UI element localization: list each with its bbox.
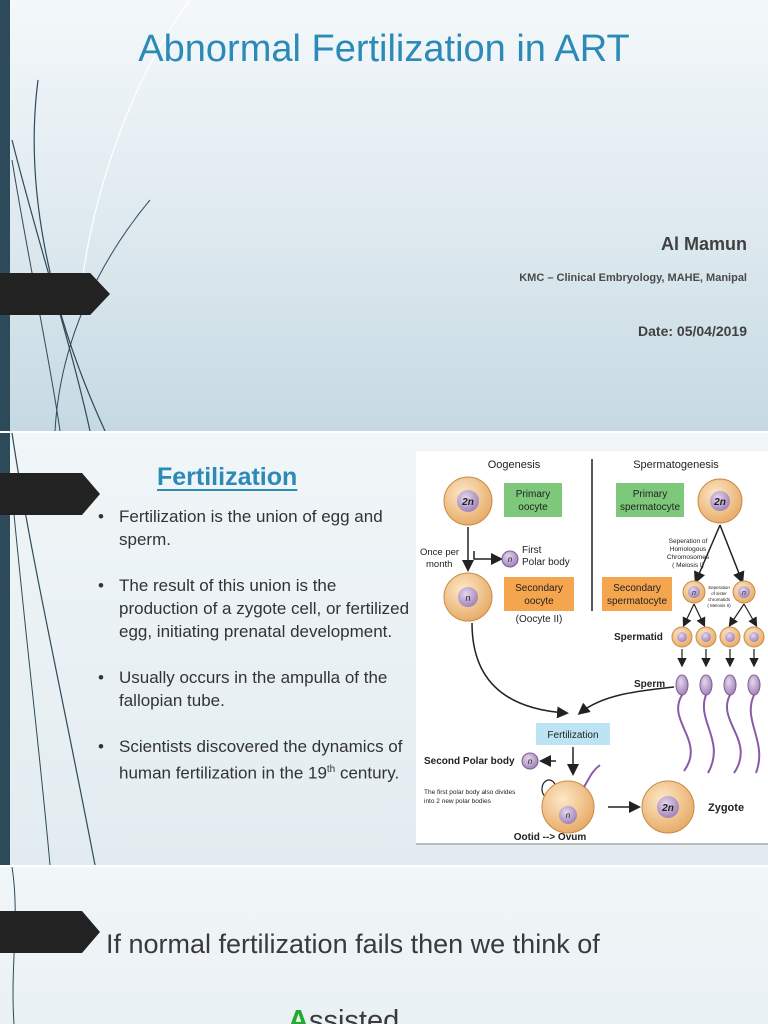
fertilization-slide: Fertilization Fertilization is the union…: [0, 433, 768, 865]
bullet-list: Fertilization is the union of egg and sp…: [98, 505, 410, 808]
assisted-word: Assisted: [288, 1005, 399, 1024]
box-label: oocyte: [524, 596, 554, 607]
secondary-spermatocyte-box: [602, 577, 672, 611]
word-rest: ssisted: [308, 1005, 400, 1024]
spermatogenesis-label: Spermatogenesis: [633, 459, 719, 471]
once-per-month-label: month: [426, 559, 452, 570]
oogenesis-label: Oogenesis: [488, 459, 541, 471]
first-polar-body-label: First: [522, 545, 542, 556]
second-polar-body-label: Second Polar body: [424, 756, 515, 767]
secondary-oocyte-box: [504, 577, 574, 611]
ploidy-label: n: [508, 555, 513, 564]
bullet-item: Fertilization is the union of egg and sp…: [98, 505, 410, 551]
sperm-label: Sperm: [634, 679, 665, 690]
affiliation: KMC – Clinical Embryology, MAHE, Manipal: [519, 272, 747, 284]
meiosis-label: Seperation: [708, 585, 730, 590]
section-heading: Fertilization: [157, 463, 298, 491]
title-slide: Abnormal Fertilization in ART Al Mamun K…: [0, 0, 768, 431]
arrow: [473, 551, 503, 565]
polar-body-note: into 2 new polar bodies: [424, 798, 492, 805]
meiosis-label: Homologous: [670, 546, 707, 553]
primary-spermatocyte-box: [616, 483, 684, 517]
spermatid-label: Spermatid: [614, 632, 663, 643]
arrow: [471, 622, 569, 719]
nucleus: [738, 586, 750, 598]
ploidy-label: 2n: [661, 803, 674, 814]
primary-oocyte-box: [504, 483, 562, 517]
polar-body-cell: [501, 550, 519, 568]
ploidy-label: n: [566, 811, 571, 820]
author-name: Al Mamun: [660, 234, 747, 254]
arrow: [694, 524, 721, 584]
meiosis-label: Seperation of: [669, 538, 708, 545]
nucleus: [710, 491, 730, 511]
meiosis-label: Chromosomes: [667, 554, 710, 561]
bullet-item: Scientists discovered the dynamics of hu…: [98, 735, 410, 785]
spermatid-row: [671, 603, 765, 668]
sperm-cells: [675, 674, 761, 774]
box-label: Primary: [633, 489, 667, 500]
nucleus: [688, 586, 700, 598]
arrow: [577, 686, 675, 715]
bullet-item: The result of this union is the producti…: [98, 574, 410, 643]
box-label: Secondary: [613, 583, 661, 594]
ploidy-label: 2n: [713, 497, 726, 508]
meiosis-label: ( Meiosis II): [707, 603, 731, 608]
bullet-text: century.: [335, 763, 400, 783]
arrow: [719, 524, 745, 584]
box-label: oocyte: [518, 502, 548, 513]
box-label: Secondary: [515, 583, 563, 594]
fertilization-box: [536, 723, 610, 745]
meiosis-label: chromatids: [708, 597, 731, 602]
ploidy-label: n: [742, 590, 746, 597]
assisted-slide: If normal fertilization fails then we th…: [0, 867, 768, 1024]
tab-marker: [0, 911, 100, 953]
ploidy-label: n: [528, 757, 533, 766]
slide-title: Abnormal Fertilization in ART: [138, 28, 630, 70]
meiosis-label: ( Meiosis I): [672, 562, 704, 569]
slide-separator: [0, 431, 768, 433]
nucleus: [657, 796, 679, 818]
nucleus: [458, 587, 478, 607]
presentation-date: Date: 05/04/2019: [638, 323, 747, 339]
ploidy-label: n: [692, 590, 696, 597]
ploidy-label: n: [465, 593, 470, 603]
highlight-letter: A: [288, 1005, 309, 1024]
oocyte-ii-label: (Oocyte II): [516, 614, 563, 625]
fertilization-label: Fertilization: [547, 730, 598, 741]
slide-side-bar: [0, 433, 10, 865]
slide-separator: [0, 865, 768, 867]
diagram-svg: Oogenesis Spermatogenesis 2n Primary ooc…: [420, 459, 765, 843]
ootid-label: Ootid --> Ovum: [514, 832, 587, 843]
meiosis-label: of sister: [711, 591, 727, 596]
slide-side-bar: [0, 0, 10, 431]
once-per-month-label: Once per: [420, 547, 459, 558]
ploidy-label: 2n: [461, 497, 474, 508]
sperm-entering: [583, 764, 601, 788]
bullet-item: Usually occurs in the ampulla of the fal…: [98, 666, 410, 712]
tab-marker: [0, 473, 100, 515]
gametogenesis-diagram: Oogenesis Spermatogenesis 2n Primary ooc…: [416, 451, 768, 845]
box-label: spermatocyte: [607, 596, 667, 607]
box-label: spermatocyte: [620, 502, 680, 513]
bullet-text: Scientists discovered the dynamics of hu…: [119, 737, 403, 783]
polar-body-note: The first polar body also divides: [424, 789, 516, 796]
first-polar-body-label: Polar body: [522, 557, 570, 568]
box-label: Primary: [516, 489, 550, 500]
nucleus: [559, 806, 577, 824]
tab-marker: [0, 273, 110, 315]
slide-statement: If normal fertilization fails then we th…: [106, 929, 600, 959]
superscript: th: [326, 764, 336, 775]
nucleus: [457, 490, 479, 512]
polar-body-cell: [521, 752, 539, 770]
zygote-label: Zygote: [708, 802, 744, 814]
